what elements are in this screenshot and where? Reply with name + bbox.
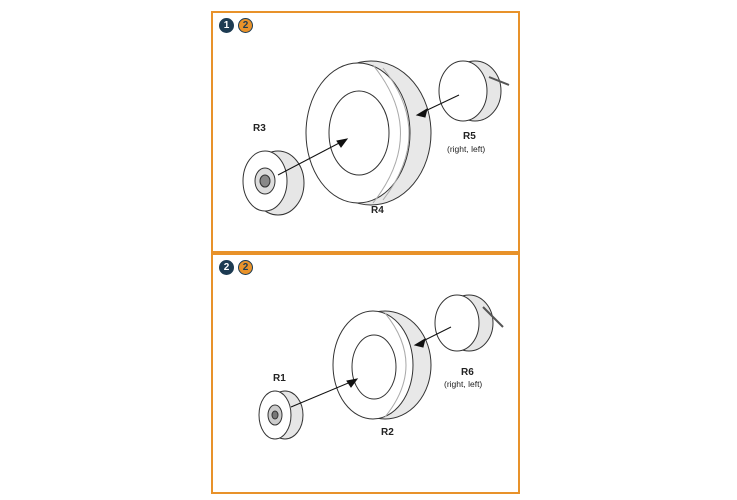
step-1-badges: 1 2 [219,18,253,33]
step-1-wheel-drawing [242,60,510,216]
step-2-wheel-drawing [258,294,504,440]
assembly-arrow [277,94,460,176]
hub-part-label: R1 [273,373,286,384]
hub-part-label: R3 [253,123,266,134]
cap-part-note: (right, left) [444,379,483,389]
cap-part-illustration [438,60,510,122]
hub-part-illustration [258,390,304,440]
step-number-badge: 1 [219,18,234,33]
tire-part-illustration [332,310,432,420]
step-2-badges: 2 2 [219,260,253,275]
hub-part-illustration [242,150,305,216]
step-number-badge: 2 [219,260,234,275]
assembly-arrow [290,326,452,408]
cap-part-illustration [434,294,504,352]
tire-part-illustration [305,60,432,206]
cap-part-note: (right, left) [447,144,486,154]
cap-part-label: R5 [463,131,476,142]
tire-part-label: R4 [371,205,384,216]
assembly-step-2-panel: 2 2 R1 R2 R6 [211,253,520,494]
tire-part-label: R2 [381,427,394,438]
cap-part-label: R6 [461,367,474,378]
reference-badge: 2 [238,18,253,33]
assembly-step-1-panel: 1 2 R3 R4 [211,11,520,253]
reference-badge: 2 [238,260,253,275]
